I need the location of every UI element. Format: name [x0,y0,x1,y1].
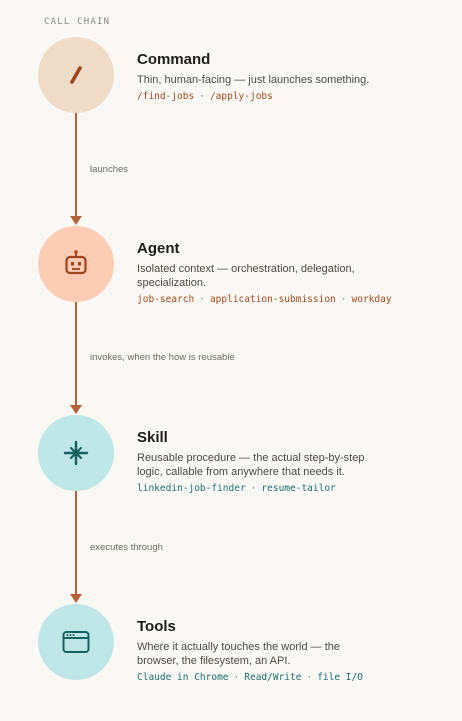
tools-node [38,604,114,680]
tag: job-search [137,294,195,305]
command-title: Command [137,51,211,68]
agent-title: Agent [137,240,180,257]
arrowhead-1-icon [70,216,82,225]
tag-separator: · [340,294,347,305]
robot-icon [65,250,87,275]
skill-desc: Reusable procedure — the actual step-by-… [137,451,427,479]
skill-tags: linkedin-job-finder · resume-tailor [137,482,427,496]
tag-separator: · [250,483,257,494]
arrowhead-2-icon [70,405,82,414]
connector-label-launches: launches [90,164,129,175]
tools-block: Tools Where it actually touches the worl… [137,618,427,685]
tag-separator: · [199,91,205,102]
connector-line-1 [75,113,77,217]
section-eyebrow: CALL CHAIN [44,17,111,27]
tools-title: Tools [137,618,176,635]
skill-desc-line: Reusable procedure — the actual step-by-… [137,452,365,464]
tag-separator: · [233,672,240,683]
tools-desc: Where it actually touches the world — th… [137,640,427,668]
tag: application-submission [209,294,336,305]
command-desc-line: Thin, human-facing — just launches somet… [137,74,370,86]
tag-separator: · [306,672,313,683]
tools-desc-line: browser, the filesystem, an API. [137,655,291,667]
skill-desc-line: logic, callable from anywhere that needs… [137,466,345,478]
command-block: Command Thin, human-facing — just launch… [137,51,427,104]
tag: linkedin-job-finder [137,483,246,494]
tag: Claude in Chrome [137,672,229,683]
tag: file I/O [317,672,363,683]
skill-node [38,415,114,491]
slash-icon [70,66,82,84]
tools-tags: Claude in Chrome · Read/Write · file I/O [137,671,427,685]
tools-desc-line: Where it actually touches the world — th… [137,641,340,653]
sparkle-icon [63,440,89,466]
connector-line-2 [75,302,77,406]
agent-block: Agent Isolated context — orchestration, … [137,240,427,307]
command-tags: /find-jobs · /apply-jobs [137,90,427,104]
tag: /find-jobs [137,91,195,102]
connector-line-3 [75,491,77,595]
agent-desc: Isolated context — orchestration, delega… [137,262,427,290]
skill-title: Skill [137,429,168,446]
command-node [38,37,114,113]
agent-desc-line: specialization. [137,277,207,289]
connector-label-executes: executes through [90,542,163,553]
command-desc: Thin, human-facing — just launches somet… [137,73,427,87]
tag: workday [351,294,392,305]
tag: /apply-jobs [209,91,273,102]
browser-window-icon [62,631,90,653]
tag: resume-tailor [261,483,336,494]
agent-tags: job-search · application-submission · workda… [137,293,427,307]
connector-label-invokes: invokes, when the how is reusable [90,352,235,363]
skill-block: Skill Reusable procedure — the actual st… [137,429,427,496]
agent-node [38,226,114,302]
agent-desc-line: Isolated context — orchestration, delega… [137,263,355,275]
arrowhead-3-icon [70,594,82,603]
tag-separator: · [199,294,205,305]
tag: Read/Write [244,672,302,683]
